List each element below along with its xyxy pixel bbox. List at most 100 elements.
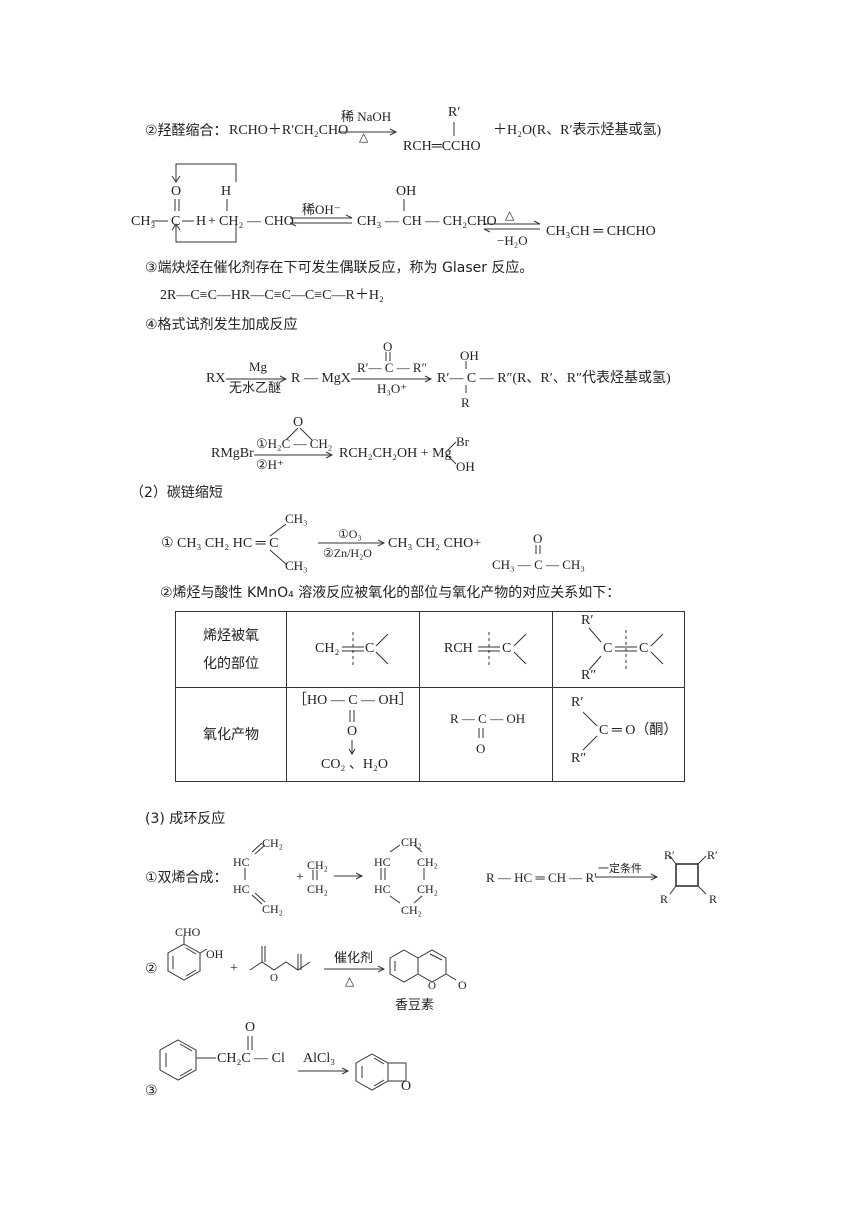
s4-mg-bonds — [445, 441, 457, 465]
oxidation-table: 烯烃被氧 化的部位 CH₂ C RCH C R′ C C R″ — [175, 611, 685, 782]
s4-prod-r: R — [461, 395, 470, 410]
acyl-chain: CH₂C — Cl — [217, 1051, 285, 1066]
cb-r1: R′ — [664, 848, 675, 862]
mech-equilibrium2 — [483, 220, 541, 233]
ring-ch2-top: CH₂ — [401, 835, 422, 849]
prod1-acid: ［HO — C — OH］ — [293, 693, 413, 708]
site1-c: C — [365, 641, 375, 656]
salicyl-oh: OH — [206, 947, 224, 961]
table-row-header-site: 烯烃被氧 化的部位 — [175, 611, 287, 688]
prod1-co — [349, 710, 355, 722]
table-row-header-product: 氧化产物 — [175, 687, 287, 782]
site1-ch2: CH₂ — [315, 641, 340, 656]
s2-product-sub: R′ — [448, 105, 461, 120]
site3-bonds — [588, 627, 664, 671]
s4-ketone: R′— C — R″ — [357, 360, 428, 375]
coumarin-arrow — [324, 965, 386, 973]
s4-product: R′— C — R″(R、R′、R″代表烃基或氢) — [437, 371, 671, 386]
s5-acetone-o: O — [533, 531, 543, 546]
s4-rmgbr: RMgBr — [211, 446, 254, 461]
s2-product: RCH═CCHO — [403, 139, 481, 154]
s4-label: ④格式试剂发生加成反应 — [145, 317, 298, 333]
mech-minus-water: −H₂O — [497, 233, 528, 248]
coumarin-heat: △ — [345, 974, 355, 988]
mech-bond1 — [152, 220, 168, 222]
s2-tail: ＋H₂O(R、R′表示烃基或氢) — [493, 123, 662, 138]
s5-branch-bonds — [269, 523, 287, 565]
diene-ch2a: CH₂ — [262, 836, 283, 850]
s3-equation: 2R—C≡C—HR—C≡C—C≡C—R＋H₂ — [160, 288, 384, 303]
ring-ch2-r1: CH₂ — [417, 855, 438, 869]
cyclobutane-ring — [669, 855, 707, 895]
ring-hc2: HC — [374, 882, 391, 896]
mech-c: C — [171, 214, 181, 229]
salicylaldehyde-ring — [167, 936, 208, 981]
s2-equation: RCHO＋R′CH₂CHO — [229, 123, 349, 138]
s4-arrow3 — [254, 451, 334, 459]
site2-rch: RCH — [444, 641, 473, 656]
coumarin-catalyst: 催化剂 — [334, 951, 374, 966]
s4-prod-oh: OH — [460, 348, 479, 363]
mech-plus: + — [208, 214, 216, 229]
s5-ch3-bottom: CH₃ — [285, 558, 308, 573]
s4-oh: OH — [456, 459, 475, 474]
ketone-o: O — [401, 1079, 412, 1094]
mech-ch3: CH₃ — [131, 214, 156, 229]
cb-arrow — [595, 873, 659, 881]
mech-box-arrows — [171, 163, 237, 243]
s4-ketone-o: O — [383, 339, 393, 354]
prod2-acid: R — C — OH — [450, 711, 526, 726]
site3-c2: C — [639, 641, 649, 656]
cell-product-acid: R — C — OH O — [419, 687, 553, 782]
s4-ether: 无水乙醚 — [229, 381, 282, 396]
header-site-line1: 烯烃被氧 — [203, 627, 259, 644]
site2-c: C — [502, 641, 512, 656]
mech-heat: △ — [505, 208, 515, 222]
ethene-ch2a: CH₂ — [307, 858, 328, 872]
mech-o: O — [171, 184, 182, 199]
s6-label: ②烯烃与酸性 KMnO₄ 溶液反应被氧化的部位与氧化产物的对应关系如下： — [160, 585, 621, 601]
s2-condition: 稀 NaOH — [341, 109, 392, 124]
s4-arrow2 — [351, 375, 433, 383]
cb-r3: R — [660, 892, 669, 906]
acyl-o: O — [245, 1020, 256, 1035]
prod2-co — [478, 728, 484, 738]
s5-acetone: CH₃ — C — CH₃ — [492, 557, 585, 572]
header-site-line2: 化的部位 — [203, 655, 259, 672]
site3-c1: C — [603, 641, 613, 656]
s4-mg: Mg — [249, 359, 268, 374]
s4-rx: RX — [206, 371, 226, 386]
diene-bonds — [244, 842, 266, 905]
diene-ch2b: CH₂ — [262, 902, 283, 916]
s2-arrow — [338, 128, 398, 136]
diene-plus: + — [296, 870, 304, 885]
s4-epoxide-o: O — [293, 415, 304, 430]
site1-bond — [342, 632, 389, 666]
s2-product-bond — [453, 122, 455, 136]
acyl-bond — [196, 1057, 216, 1059]
mech-h: H — [196, 214, 207, 229]
s5-left: ① CH₃ CH₂ HC ═ C — [161, 536, 279, 551]
s5-product: CH₃ CH₂ CHO+ — [388, 536, 482, 551]
coumarin-carbonyl-o: O — [458, 978, 467, 992]
s2-label: ②羟醛缩合： — [145, 123, 228, 139]
ring-hc1: HC — [374, 855, 391, 869]
s4-arrow1 — [226, 375, 288, 383]
s5-zn: ②Zn/H₂O — [323, 546, 372, 560]
s4-ketone-co — [385, 352, 391, 361]
site2-bond — [478, 632, 527, 666]
cell-product-ketone: R′ C ═ O（酮） R″ — [552, 687, 685, 782]
mech-bond2 — [182, 220, 194, 222]
s7-sub2: ② — [145, 961, 158, 977]
benzocyclobutenone — [355, 1053, 407, 1091]
mech-h-bond — [226, 199, 228, 211]
s5-label: （2）碳链缩短 — [130, 485, 223, 501]
mech-intermediate: CH₃ — CH — CH₂CHO — [357, 214, 497, 229]
s4-br: Br — [456, 434, 469, 449]
s5-arrow — [318, 539, 386, 547]
s5-acetone-co — [535, 545, 541, 554]
ring-ch2-bottom: CH₂ — [401, 903, 422, 917]
s4-rmgx: R — MgX — [291, 371, 351, 386]
diene-hc1: HC — [233, 855, 250, 869]
header-product: 氧化产物 — [203, 726, 259, 743]
